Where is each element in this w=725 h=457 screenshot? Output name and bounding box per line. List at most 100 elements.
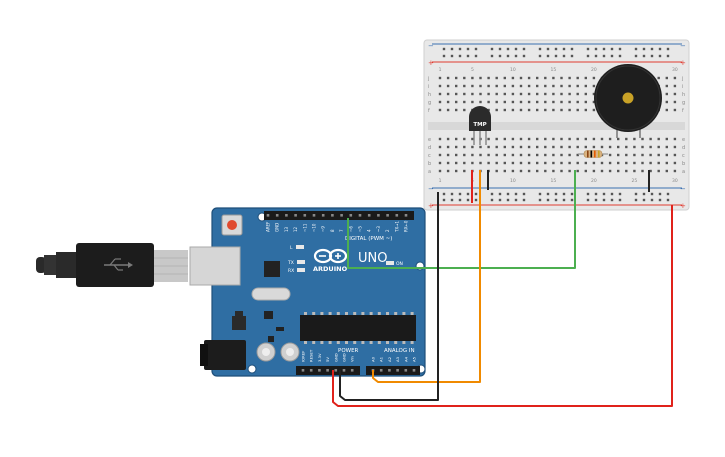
digital-pin[interactable] xyxy=(331,214,334,217)
terminal-hole[interactable] xyxy=(560,145,563,149)
terminal-hole[interactable] xyxy=(568,92,571,96)
terminal-hole[interactable] xyxy=(495,92,498,96)
terminal-hole[interactable] xyxy=(511,137,515,141)
wire-orange-analog[interactable] xyxy=(372,170,481,383)
rail-hole[interactable] xyxy=(546,198,550,202)
terminal-hole[interactable] xyxy=(495,76,498,80)
terminal-hole[interactable] xyxy=(552,76,555,80)
terminal-hole[interactable] xyxy=(568,108,571,112)
terminal-hole[interactable] xyxy=(657,76,660,80)
terminal-hole[interactable] xyxy=(544,84,547,88)
rail-hole[interactable] xyxy=(634,47,638,51)
terminal-hole[interactable] xyxy=(617,145,620,149)
terminal-hole[interactable] xyxy=(673,145,677,149)
terminal-hole[interactable] xyxy=(608,161,612,165)
power-pin[interactable] xyxy=(326,369,329,372)
piezo-buzzer[interactable] xyxy=(594,64,662,138)
terminal-hole[interactable] xyxy=(552,137,555,141)
rail-hole[interactable] xyxy=(570,47,574,51)
analog-pin[interactable] xyxy=(379,369,383,372)
terminal-hole[interactable] xyxy=(600,145,604,149)
rail-hole[interactable] xyxy=(538,47,542,51)
terminal-hole[interactable] xyxy=(487,153,490,157)
terminal-hole[interactable] xyxy=(438,145,442,149)
rail-hole[interactable] xyxy=(522,54,526,58)
terminal-hole[interactable] xyxy=(471,84,474,88)
rail-hole[interactable] xyxy=(514,198,518,202)
terminal-hole[interactable] xyxy=(568,161,571,165)
terminal-hole[interactable] xyxy=(625,161,628,165)
power-pin[interactable] xyxy=(318,369,321,372)
terminal-hole[interactable] xyxy=(665,145,668,149)
terminal-hole[interactable] xyxy=(487,108,490,112)
analog-pin[interactable] xyxy=(404,369,408,372)
terminal-hole[interactable] xyxy=(527,145,531,149)
terminal-hole[interactable] xyxy=(544,169,547,173)
digital-pin[interactable] xyxy=(285,214,288,217)
terminal-hole[interactable] xyxy=(455,76,458,80)
terminal-hole[interactable] xyxy=(536,92,539,96)
rail-hole[interactable] xyxy=(562,198,566,202)
terminal-hole[interactable] xyxy=(641,137,644,141)
terminal-hole[interactable] xyxy=(544,137,547,141)
terminal-hole[interactable] xyxy=(536,108,539,112)
terminal-hole[interactable] xyxy=(519,76,523,80)
terminal-hole[interactable] xyxy=(673,100,677,104)
rail-hole[interactable] xyxy=(442,198,446,202)
terminal-hole[interactable] xyxy=(463,145,466,149)
terminal-hole[interactable] xyxy=(673,84,677,88)
terminal-hole[interactable] xyxy=(511,153,515,157)
terminal-hole[interactable] xyxy=(657,153,660,157)
digital-pin[interactable] xyxy=(367,214,371,217)
terminal-hole[interactable] xyxy=(641,169,644,173)
resistor[interactable] xyxy=(578,150,608,158)
terminal-hole[interactable] xyxy=(552,153,555,157)
rail-hole[interactable] xyxy=(450,198,454,202)
terminal-hole[interactable] xyxy=(576,92,579,96)
rail-hole[interactable] xyxy=(658,192,662,196)
terminal-hole[interactable] xyxy=(527,108,531,112)
rail-hole[interactable] xyxy=(650,192,654,196)
terminal-hole[interactable] xyxy=(633,145,636,149)
terminal-hole[interactable] xyxy=(560,169,563,173)
rail-hole[interactable] xyxy=(658,47,662,51)
terminal-hole[interactable] xyxy=(487,145,490,149)
rail-hole[interactable] xyxy=(442,47,446,51)
rail-hole[interactable] xyxy=(650,47,654,51)
rail-hole[interactable] xyxy=(498,192,502,196)
terminal-hole[interactable] xyxy=(608,153,612,157)
rail-hole[interactable] xyxy=(506,54,510,58)
rail-hole[interactable] xyxy=(594,198,598,202)
terminal-hole[interactable] xyxy=(649,153,652,157)
terminal-hole[interactable] xyxy=(511,92,515,96)
terminal-hole[interactable] xyxy=(511,100,515,104)
terminal-hole[interactable] xyxy=(665,137,668,141)
terminal-hole[interactable] xyxy=(479,145,482,149)
analog-pin[interactable] xyxy=(396,369,399,372)
rail-hole[interactable] xyxy=(610,198,614,202)
rail-hole[interactable] xyxy=(458,47,462,51)
terminal-hole[interactable] xyxy=(471,153,474,157)
rail-hole[interactable] xyxy=(450,47,454,51)
rail-hole[interactable] xyxy=(642,192,646,196)
terminal-hole[interactable] xyxy=(446,137,450,141)
rail-hole[interactable] xyxy=(466,54,470,58)
terminal-hole[interactable] xyxy=(673,137,677,141)
terminal-hole[interactable] xyxy=(487,92,490,96)
terminal-hole[interactable] xyxy=(487,84,490,88)
terminal-hole[interactable] xyxy=(633,137,636,141)
rail-hole[interactable] xyxy=(602,54,606,58)
terminal-hole[interactable] xyxy=(455,108,458,112)
rail-hole[interactable] xyxy=(602,47,606,51)
terminal-hole[interactable] xyxy=(673,153,677,157)
terminal-hole[interactable] xyxy=(536,84,539,88)
terminal-hole[interactable] xyxy=(463,153,466,157)
terminal-hole[interactable] xyxy=(560,161,563,165)
terminal-hole[interactable] xyxy=(673,108,677,112)
terminal-hole[interactable] xyxy=(560,137,563,141)
digital-pin[interactable] xyxy=(386,214,389,217)
terminal-hole[interactable] xyxy=(560,108,563,112)
terminal-hole[interactable] xyxy=(576,169,579,173)
terminal-hole[interactable] xyxy=(463,161,466,165)
terminal-hole[interactable] xyxy=(633,161,636,165)
